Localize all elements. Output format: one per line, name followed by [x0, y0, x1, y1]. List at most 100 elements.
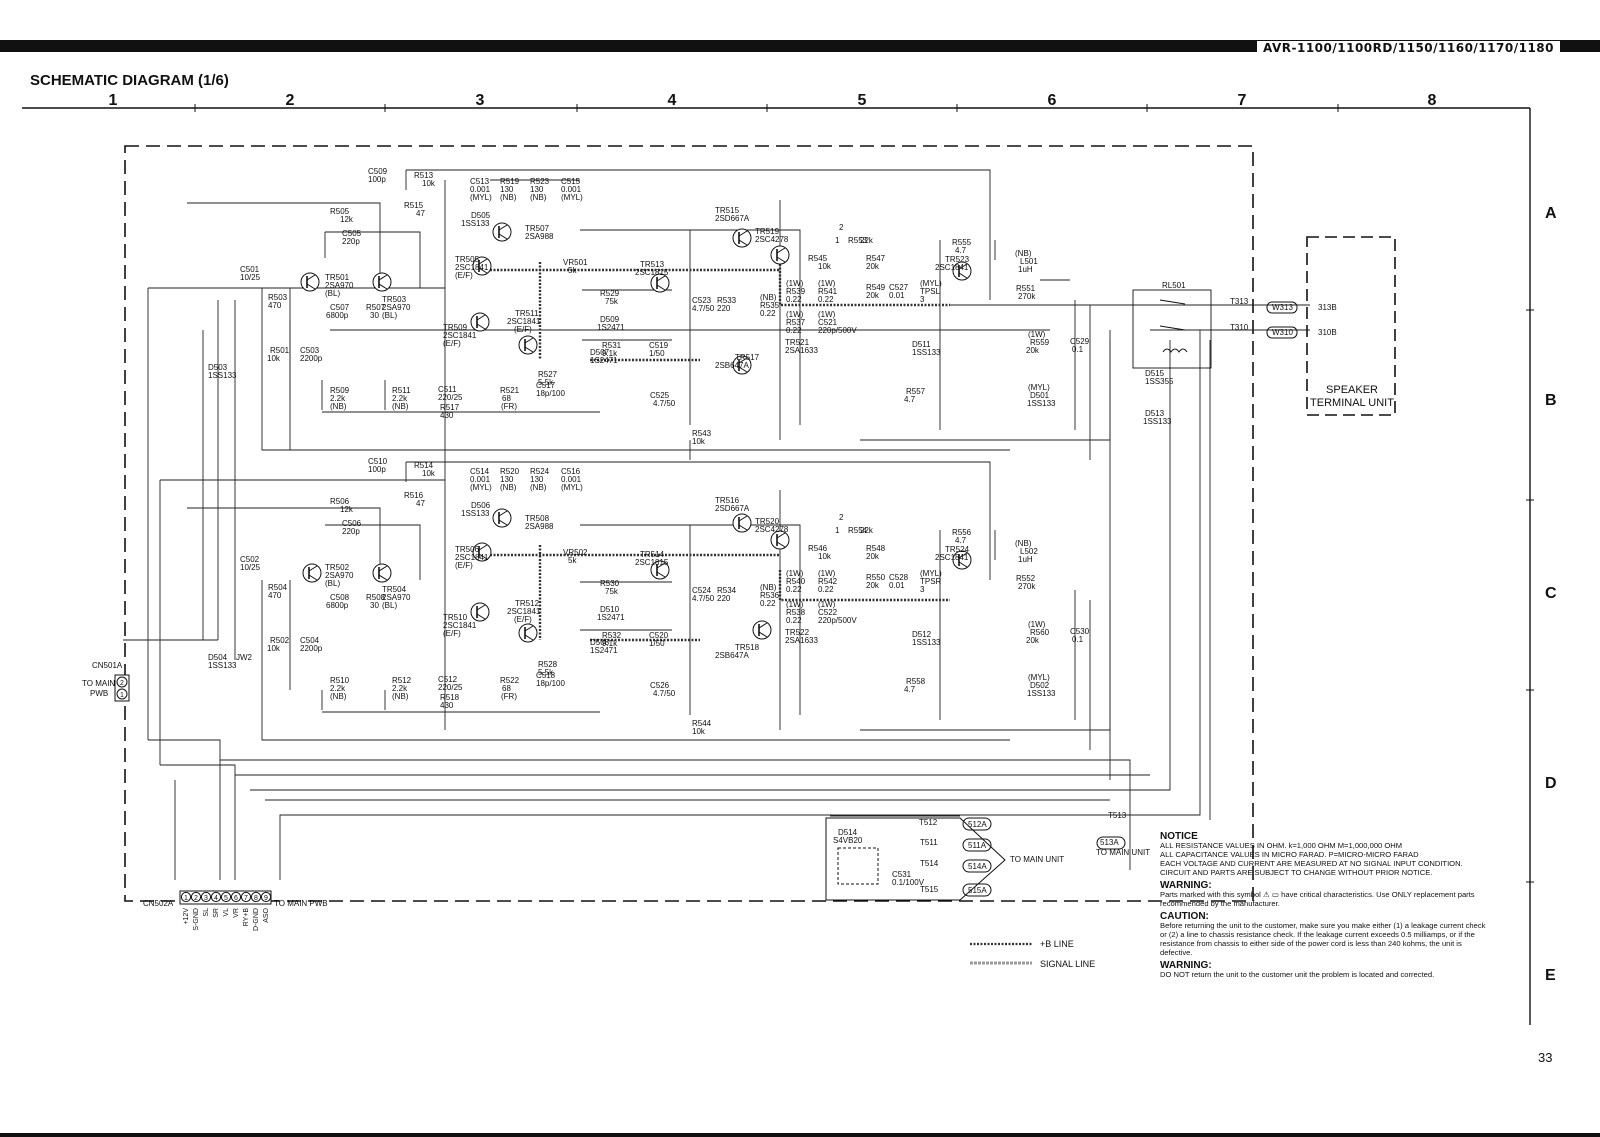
component-label: 30: [370, 601, 379, 610]
component-label: C514: [470, 467, 490, 476]
component-label: 2SC1815: [635, 268, 669, 277]
component-label: C518: [536, 671, 556, 680]
b-line-traces: [490, 250, 950, 642]
component-label: (FR): [501, 402, 517, 411]
component-label: R547: [866, 254, 886, 263]
component-label: 0.22: [818, 295, 834, 304]
component-label: R510: [330, 676, 350, 685]
component-label: 68: [502, 684, 511, 693]
svg-text:TO MAIN: TO MAIN: [82, 679, 115, 688]
component-label: C527: [889, 283, 909, 292]
component-label: 515A: [968, 886, 987, 895]
component-label: (1W): [1028, 330, 1046, 339]
component-label: D510: [600, 605, 620, 614]
component-label: (E/F): [514, 325, 532, 334]
component-label: 2: [839, 513, 844, 522]
component-label: R559: [1030, 338, 1050, 347]
component-label: T310: [1230, 323, 1249, 332]
component-label: 10k: [692, 437, 706, 446]
component-label: TO MAIN UNIT: [1096, 848, 1150, 857]
component-label: 4.7: [955, 536, 967, 545]
notice-line: EACH VOLTAGE AND CURRENT ARE MEASURED AT…: [1160, 859, 1463, 868]
transistor-symbol: [372, 272, 392, 292]
component-label: TR517: [735, 353, 760, 362]
connector-pin: 7: [244, 895, 248, 902]
connector-signal: VL: [223, 908, 230, 917]
row-label: D: [1545, 775, 1557, 792]
column-label: 4: [668, 92, 677, 109]
component-label: 1SS133: [912, 348, 941, 357]
component-label: 9.1k: [602, 639, 618, 648]
component-label: 1uH: [1018, 265, 1033, 274]
component-labels: TR5012SA970(BL)TR5032SA970(BL)TR5052SC18…: [208, 167, 1337, 897]
transistor-symbol: [472, 542, 492, 562]
component-label: 220p/500V: [818, 616, 857, 625]
component-label: (NB): [392, 402, 409, 411]
component-label: 2SC1815: [635, 558, 669, 567]
component-label: (1W): [818, 569, 836, 578]
component-label: 9.1k: [602, 349, 618, 358]
component-label: D501: [1030, 391, 1050, 400]
component-label: L501: [1020, 257, 1038, 266]
column-label: 7: [1238, 92, 1247, 109]
component-label: 1S2471: [597, 323, 625, 332]
notice-block: NOTICE ALL RESISTANCE VALUES IN OHM. k=1…: [1160, 828, 1490, 980]
svg-text:SIGNAL LINE: SIGNAL LINE: [1040, 959, 1095, 969]
component-label: 20k: [866, 262, 880, 271]
component-label: D507: [590, 348, 610, 357]
component-label: R506: [330, 497, 350, 506]
notice-line: ALL CAPACITANCE VALUES IN MICRO FARAD. P…: [1160, 850, 1419, 859]
component-label: TR522: [785, 628, 810, 637]
component-label: 6800p: [326, 311, 349, 320]
svg-text:+B LINE: +B LINE: [1040, 939, 1074, 949]
component-label: R544: [692, 719, 712, 728]
component-label: C526: [650, 681, 670, 690]
component-label: R552: [1016, 574, 1036, 583]
row-label: E: [1545, 967, 1556, 984]
component-label: R539: [786, 287, 806, 296]
svg-text:2: 2: [120, 680, 124, 687]
component-label: (NB): [760, 583, 777, 592]
component-label: 220: [717, 304, 731, 313]
component-label: 0.22: [818, 585, 834, 594]
component-label: (E/F): [514, 615, 532, 624]
component-label: TR515: [715, 206, 740, 215]
connector-signal: RY+B: [243, 908, 250, 927]
component-label: R538: [786, 608, 806, 617]
component-label: C523: [692, 296, 712, 305]
component-label: 430: [440, 411, 454, 420]
component-label: (NB): [330, 692, 347, 701]
component-label: W313: [1272, 303, 1293, 312]
component-label: 4.7/50: [653, 399, 676, 408]
component-label: 75k: [605, 297, 619, 306]
component-label: 2SA970: [382, 303, 411, 312]
component-label: L502: [1020, 547, 1038, 556]
component-label: 10k: [818, 552, 832, 561]
component-label: 2SC1841: [935, 553, 969, 562]
component-label: (BL): [325, 579, 340, 588]
component-label: 5.5k: [538, 378, 554, 387]
component-label: W310: [1272, 328, 1293, 337]
component-label: (MYL): [1028, 383, 1050, 392]
component-label: (MYL): [1028, 673, 1050, 682]
component-label: R501: [270, 346, 290, 355]
transistor-symbol: [472, 256, 492, 276]
component-label: 18p/100: [536, 679, 565, 688]
caution-text: Before returning the unit to the custome…: [1160, 921, 1486, 957]
component-label: R515: [404, 201, 424, 210]
column-label: 6: [1048, 92, 1057, 109]
component-label: 2200p: [300, 354, 323, 363]
component-label: 1SS133: [461, 219, 490, 228]
component-label: 1/50: [649, 349, 665, 358]
component-label: 6800p: [326, 601, 349, 610]
component-label: 511A: [968, 841, 987, 850]
footer-rule: [0, 1133, 1600, 1137]
component-label: 4.7: [904, 685, 916, 694]
component-label: C508: [330, 593, 350, 602]
component-label: 1SS355: [1145, 377, 1174, 386]
component-label: C519: [649, 341, 669, 350]
component-label: C524: [692, 586, 712, 595]
transistor-symbol: [952, 550, 972, 570]
component-label: R537: [786, 318, 806, 327]
component-label: R553: [848, 236, 868, 245]
